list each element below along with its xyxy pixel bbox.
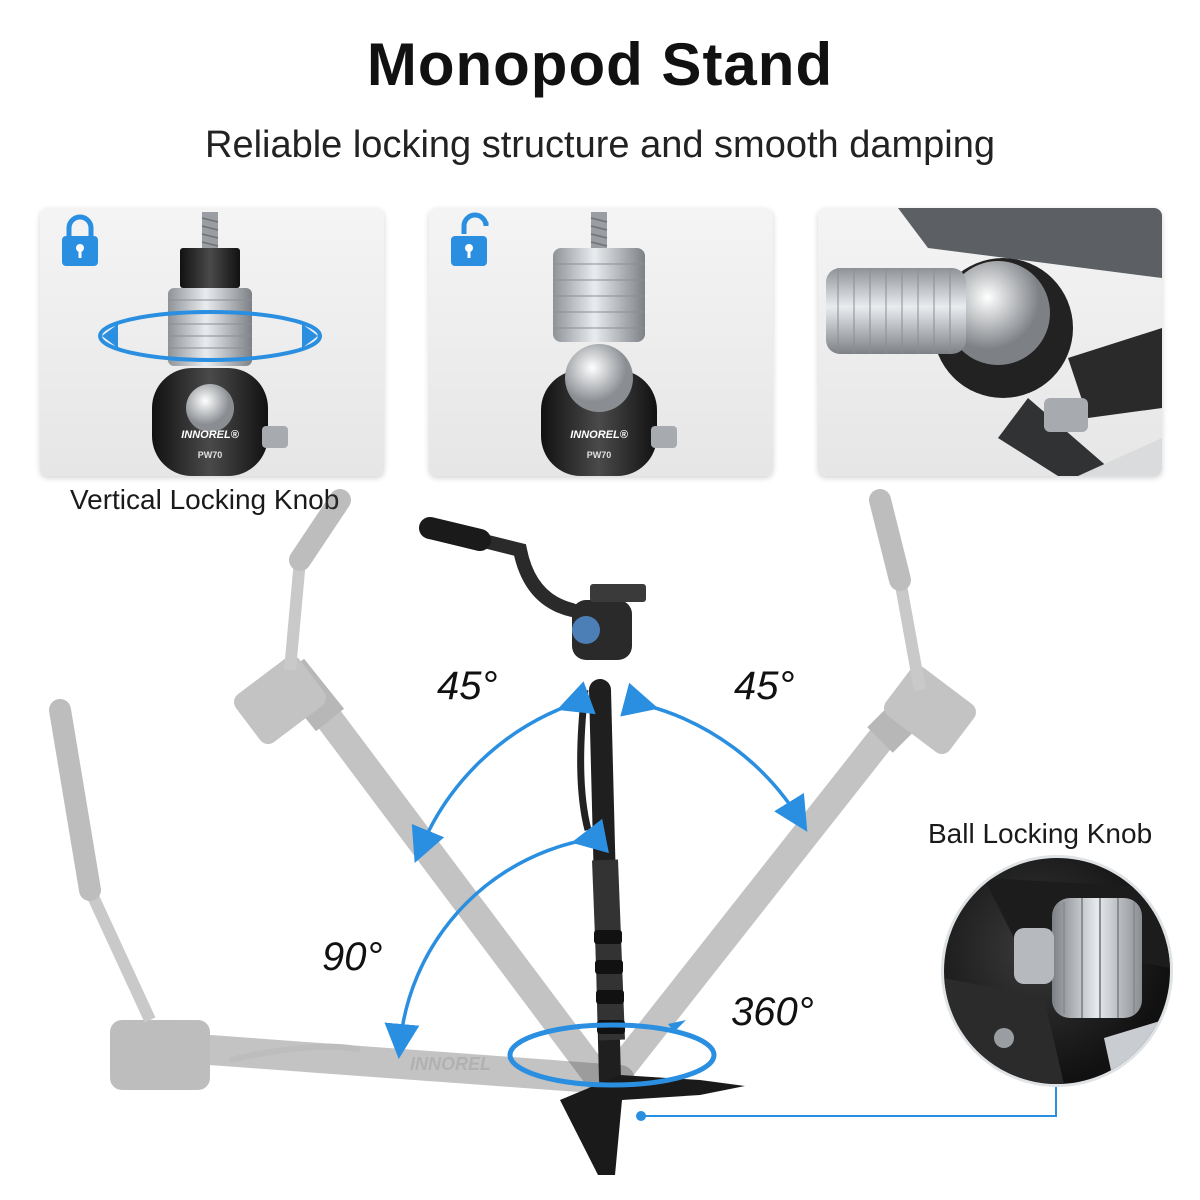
horizontal-tilt-angle: 90°: [322, 935, 383, 979]
panel-model: PW70: [587, 450, 612, 460]
unlocked-knob-panel: INNOREL® PW70: [429, 208, 773, 476]
left-tilt-angle: 45°: [437, 664, 498, 708]
ghost-monopod-right-45: [606, 489, 976, 1084]
lock-open-icon: [451, 212, 489, 266]
ball-locking-knob-label: Ball Locking Knob: [928, 818, 1153, 849]
vertical-locking-knob-label: Vertical Locking Knob: [70, 484, 340, 515]
ball-head-panel: [818, 208, 1162, 476]
rotation-ring: [507, 1022, 717, 1088]
ball-head-illustration: [826, 208, 1162, 476]
right-tilt-arrow: [620, 682, 808, 832]
ball-locking-knob-closeup: [944, 858, 1170, 1084]
monopod-brand-text: INNOREL: [608, 720, 628, 793]
locked-knob-panel: INNOREL® PW70: [40, 208, 384, 476]
panel-brand: INNOREL®: [570, 429, 629, 441]
monopod-tilt-illustration: INNOREL INNOREL: [49, 489, 1065, 1175]
rotation-angle: 360°: [731, 990, 814, 1034]
horizontal-tilt-arrow: [384, 818, 609, 1059]
unlocked-knob-illustration: INNOREL® PW70: [451, 212, 677, 476]
ghost-monopod-horizontal: INNOREL: [49, 699, 635, 1095]
panel-brand: INNOREL®: [181, 429, 240, 441]
page-title: Monopod Stand: [366, 31, 834, 98]
ghost-brand-text: INNOREL: [410, 1054, 491, 1074]
locked-knob-illustration: INNOREL® PW70: [62, 212, 322, 476]
lock-closed-icon: [62, 214, 98, 266]
knob-leader-line: [641, 1074, 1057, 1117]
left-tilt-arrow: [411, 681, 596, 863]
ball-knob-illustration: [944, 878, 1170, 1084]
page-subtitle: Reliable locking structure and smooth da…: [205, 124, 995, 166]
right-tilt-angle: 45°: [734, 664, 795, 708]
panel-model: PW70: [198, 450, 223, 460]
